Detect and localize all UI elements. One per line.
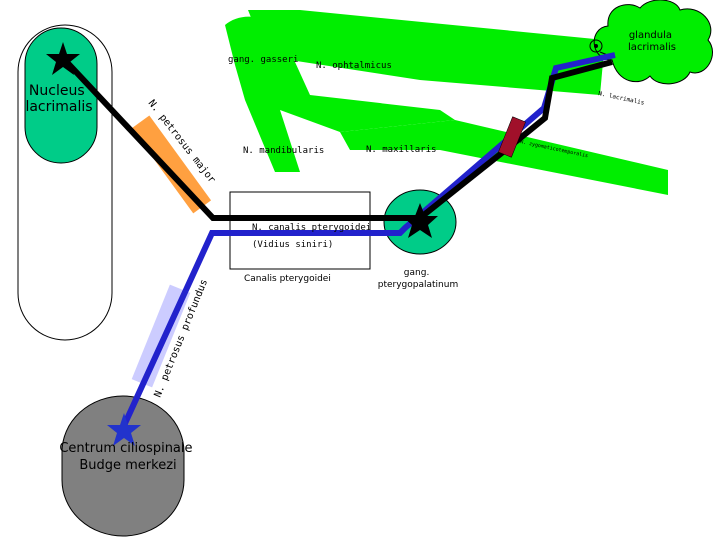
gang-ptery-line1: gang. bbox=[404, 268, 430, 278]
canalis-pterygoidei-label: Canalis pterygoidei bbox=[244, 274, 331, 284]
centrum-ciliospinale bbox=[61, 395, 185, 537]
zygomaticotemporal-junction bbox=[498, 116, 526, 158]
n-maxillaris-branch bbox=[340, 120, 668, 195]
n-lacrimalis-label: N. lacrimalis bbox=[598, 90, 646, 107]
centrum-label-line1: Centrum ciliospinale bbox=[59, 441, 192, 456]
glandula-label-line2: lacrimalis bbox=[628, 42, 676, 53]
glandula-label: glandula lacrimalis bbox=[628, 30, 676, 53]
n-ophtalmicus-label: N. ophtalmicus bbox=[316, 61, 392, 71]
n-mandibularis-label: N. mandibularis bbox=[243, 146, 324, 156]
n-ophtalmicus-branch bbox=[248, 10, 605, 95]
trigeminal-main-branches bbox=[225, 16, 455, 173]
vidius-label: (Vidius siniri) bbox=[252, 240, 333, 250]
n-maxillaris-label: N. maxillaris bbox=[366, 145, 436, 155]
gang-ptery-line2: pterygopalatinum bbox=[378, 280, 458, 290]
sympathetic-pathway bbox=[119, 52, 616, 432]
nucleus-label-line1: Nucleus bbox=[29, 83, 85, 99]
centrum-star-icon bbox=[107, 413, 141, 446]
gang-pterygopalatinum-label: gang. pterygopalatinum bbox=[378, 268, 458, 290]
glandula-lacrimalis bbox=[593, 0, 713, 85]
trigeminal-nerve bbox=[225, 10, 668, 195]
gang-gasseri-label: gang. gasseri bbox=[228, 55, 298, 65]
glandula-label-line1: glandula bbox=[629, 30, 672, 41]
petrosus-major-band bbox=[131, 115, 212, 214]
nucleus-label: Nucleus lacrimalis bbox=[25, 83, 92, 115]
n-canalis-pterygoidei-label: N. canalis pterygoidei bbox=[252, 223, 371, 233]
nucleus-label-line2: lacrimalis bbox=[25, 99, 92, 115]
centrum-label-line2: Budge merkezi bbox=[79, 458, 176, 473]
ganglion-star-icon bbox=[402, 203, 438, 238]
nucleus-star-icon bbox=[46, 42, 80, 75]
centrum-label: Centrum ciliospinale Budge merkezi bbox=[59, 441, 196, 473]
